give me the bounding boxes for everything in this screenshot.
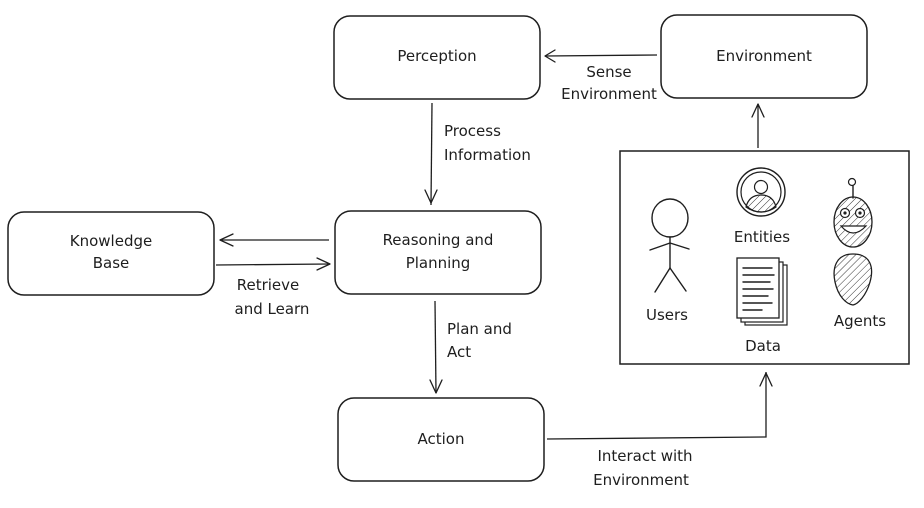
edge-process-information (424, 102, 438, 206)
data-documents-icon (736, 257, 788, 326)
node-knowledge-base-line-2: Base (93, 254, 130, 272)
node-perception-label: Perception (397, 47, 476, 65)
edge-interact-line-2: Environment (593, 471, 689, 489)
edge-retrieve-and-learn-line-2: and Learn (235, 300, 310, 318)
node-knowledge-base-line-1: Knowledge (70, 232, 152, 250)
node-reasoning-line-1: Reasoning and (383, 231, 494, 249)
edge-process-information-line-2: Information (444, 146, 531, 164)
node-knowledge-base: Knowledge Base (7, 211, 215, 296)
edge-retrieve-and-learn (215, 257, 331, 271)
edge-process-information-line-1: Process (444, 122, 501, 140)
edge-plan-and-act-line-1: Plan and (447, 320, 512, 338)
node-action-label: Action (418, 430, 465, 448)
data-label: Data (745, 337, 781, 355)
edge-sense-environment-line-2: Environment (561, 85, 657, 103)
edge-retrieve-and-learn-line-1: Retrieve (237, 276, 300, 294)
edge-panel-to-environment (751, 103, 765, 148)
edge-query-knowledge (219, 233, 329, 247)
node-reasoning-planning: Reasoning and Planning (334, 210, 542, 295)
node-reasoning-line-2: Planning (406, 254, 471, 272)
edge-interact-line-1: Interact with (597, 447, 692, 465)
agents-label: Agents (834, 312, 886, 330)
node-environment: Environment (660, 14, 868, 99)
entity-avatar-icon (736, 167, 786, 217)
edge-interact-with-environment (546, 372, 773, 440)
environment-panel: Users Entities Data A (619, 150, 910, 365)
edge-sense-environment (544, 49, 658, 63)
node-perception: Perception (333, 15, 541, 100)
node-environment-label: Environment (716, 47, 812, 65)
edge-plan-and-act-line-2: Act (447, 343, 471, 361)
node-action: Action (337, 397, 545, 482)
users-label: Users (646, 306, 688, 324)
edge-plan-and-act (429, 300, 443, 394)
agent-robot-icon (833, 177, 873, 306)
edge-sense-environment-line-1: Sense (586, 63, 631, 81)
entities-label: Entities (734, 228, 790, 246)
user-stick-figure-icon (649, 198, 690, 293)
